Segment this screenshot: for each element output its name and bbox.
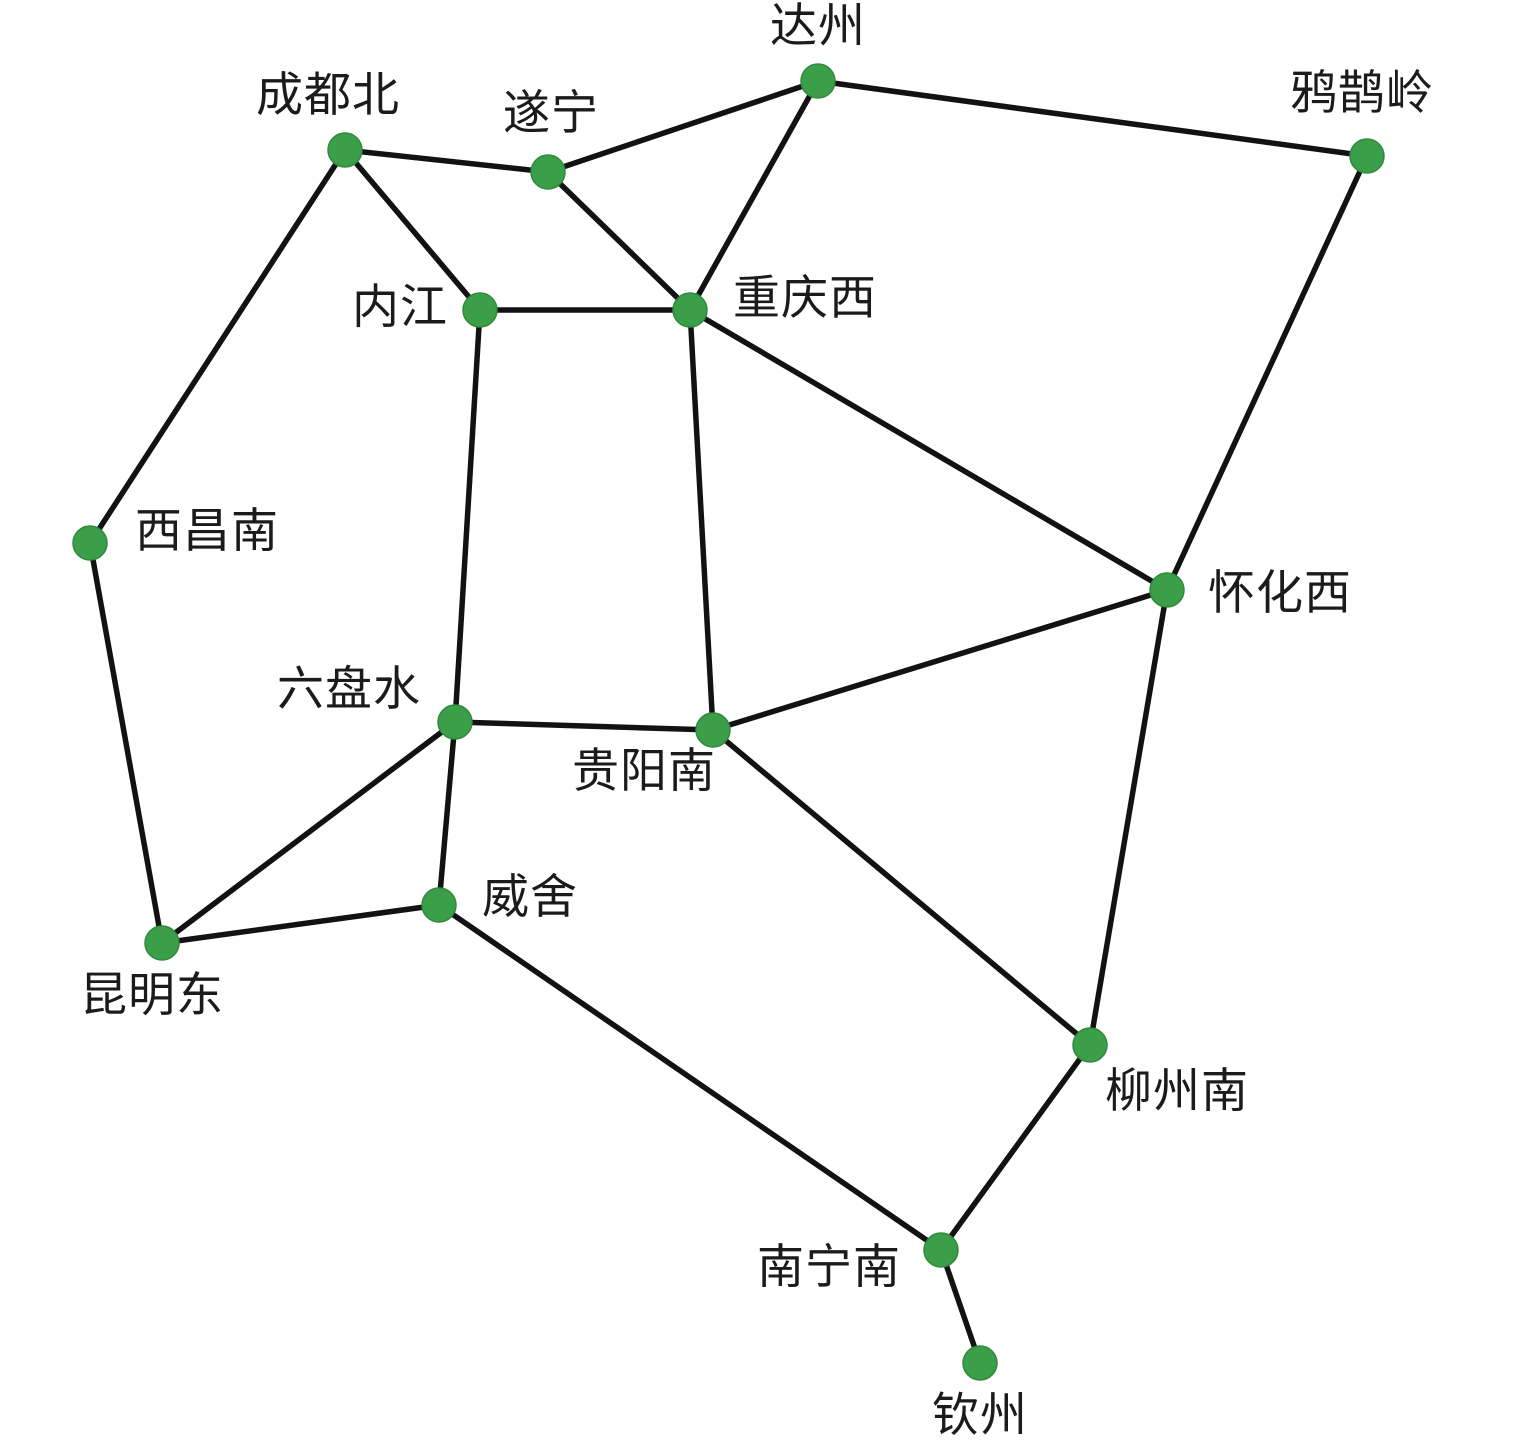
rail-link-weishe-nanningnan (436, 902, 944, 1253)
rail-link-dazhou-yaqueling (815, 78, 1370, 159)
station-label-guiyangnan: 贵阳南 (572, 744, 716, 799)
rail-link-suining-dazhou (545, 78, 821, 175)
nodes-group (72, 63, 1385, 1381)
station-node-nanningnan[interactable] (923, 1232, 959, 1268)
rail-link-chengdubei-suining (342, 147, 551, 175)
station-node-xichangnan[interactable] (72, 525, 108, 561)
rail-link-dazhou-chongqingxi (687, 78, 821, 313)
station-node-liupanshui[interactable] (437, 704, 473, 740)
station-label-yaqueling: 鸦鹊岭 (1290, 66, 1434, 121)
edges-group (87, 78, 1370, 1366)
station-label-liuzhounan: 柳州南 (1105, 1064, 1249, 1119)
station-label-qinzhou: 钦州 (932, 1388, 1028, 1443)
station-node-huaihuaxi[interactable] (1149, 572, 1185, 608)
rail-link-suining-chongqingxi (545, 169, 693, 313)
station-node-yaqueling[interactable] (1349, 138, 1385, 174)
station-node-dazhou[interactable] (800, 63, 836, 99)
rail-link-liupanshui-weishe (436, 719, 458, 908)
station-label-xichangnan: 西昌南 (135, 504, 279, 559)
station-node-weishe[interactable] (421, 887, 457, 923)
rail-link-huaihuaxi-liuzhounan (1087, 587, 1170, 1048)
station-node-chengdubei[interactable] (327, 132, 363, 168)
station-label-weishe: 威舍 (482, 870, 578, 925)
station-node-neijiang[interactable] (462, 292, 498, 328)
station-node-chongqingxi[interactable] (672, 292, 708, 328)
rail-link-liupanshui-guiyangnan (452, 719, 716, 733)
station-node-guiyangnan[interactable] (695, 712, 731, 748)
rail-link-liupanshui-kunmingdong (159, 719, 458, 946)
rail-link-xichangnan-kunmingdong (87, 540, 165, 946)
station-label-liupanshui: 六盘水 (277, 662, 421, 717)
rail-link-guiyangnan-liuzhounan (710, 727, 1093, 1048)
station-node-liuzhounan[interactable] (1072, 1027, 1108, 1063)
rail-link-nanningnan-qinzhou (938, 1247, 983, 1366)
station-label-kunmingdong: 昆明东 (80, 968, 224, 1023)
rail-link-chengdubei-xichangnan (87, 147, 348, 546)
station-label-nanningnan: 南宁南 (757, 1240, 901, 1295)
station-label-dazhou: 达州 (770, 0, 866, 54)
rail-link-chongqingxi-guiyangnan (687, 307, 716, 733)
station-node-kunmingdong[interactable] (144, 925, 180, 961)
station-label-chongqingxi: 重庆西 (733, 271, 877, 326)
rail-link-chongqingxi-huaihuaxi (687, 307, 1170, 593)
rail-link-kunmingdong-weishe (159, 902, 442, 946)
station-node-qinzhou[interactable] (962, 1345, 998, 1381)
rail-link-liuzhounan-nanningnan (938, 1042, 1093, 1253)
station-label-chengdubei: 成都北 (256, 68, 400, 123)
rail-link-neijiang-liupanshui (452, 307, 483, 725)
rail-link-chengdubei-neijiang (342, 147, 483, 313)
station-node-suining[interactable] (530, 154, 566, 190)
station-label-suining: 遂宁 (503, 86, 599, 141)
station-label-neijiang: 内江 (352, 280, 448, 335)
rail-link-huaihuaxi-guiyangnan (710, 587, 1170, 733)
station-label-huaihuaxi: 怀化西 (1208, 566, 1352, 621)
rail-link-yaqueling-huaihuaxi (1164, 153, 1370, 593)
